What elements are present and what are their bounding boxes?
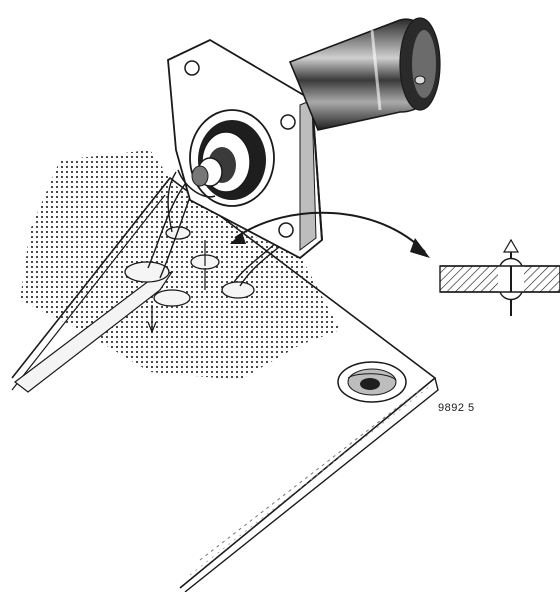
mounting-hole-1 <box>184 60 200 76</box>
pad-4 <box>221 281 255 299</box>
figure-code: 9892 5 <box>438 402 475 414</box>
mounting-hole-2 <box>280 114 296 130</box>
solder-trace <box>14 270 174 393</box>
bnc-connector-flange <box>167 38 323 260</box>
pad-2 <box>153 289 191 307</box>
bnc-connector-barrel <box>288 17 441 131</box>
pins <box>147 240 206 334</box>
board-eyelet <box>337 361 407 403</box>
bayonet-pin <box>414 75 426 85</box>
mounting-hole-3 <box>278 222 294 238</box>
pad-1 <box>124 261 170 283</box>
callout-arrow <box>230 211 430 258</box>
connector-wires <box>147 171 301 287</box>
cross-section-detail <box>439 238 560 316</box>
